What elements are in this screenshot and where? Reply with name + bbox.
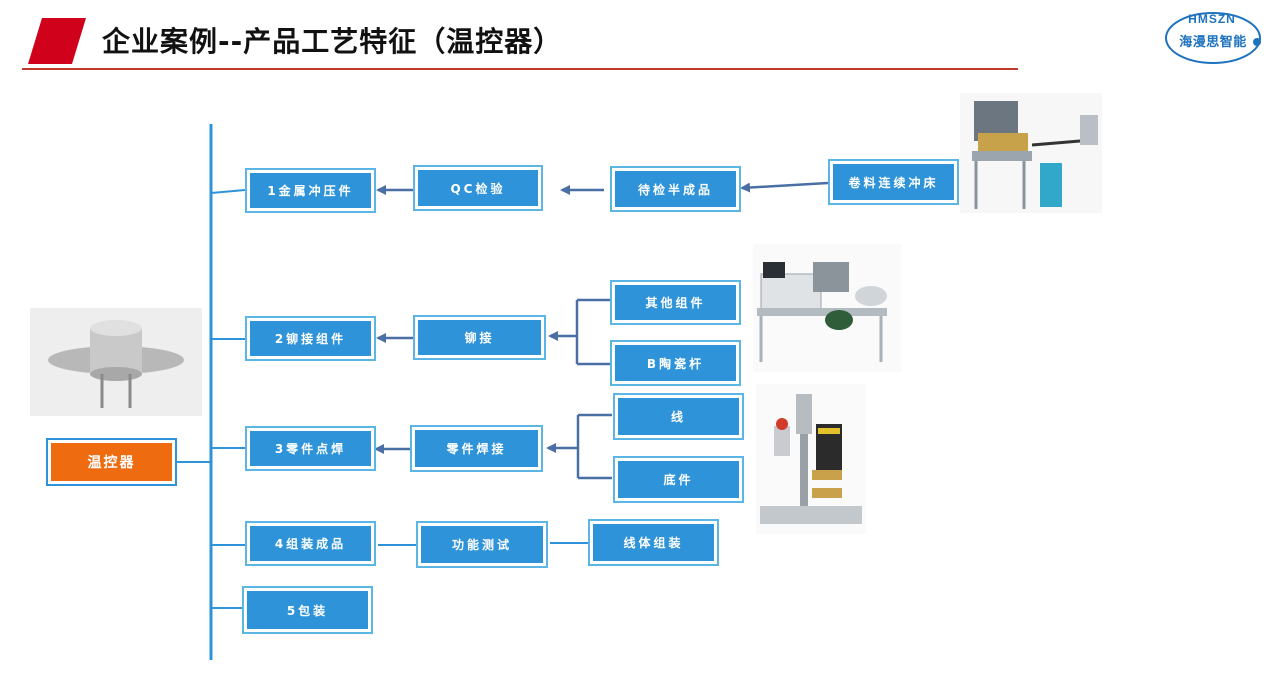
- line-assembly-node[interactable]: 线体组装: [588, 519, 719, 566]
- page-title: 企业案例--产品工艺特征（温控器）: [102, 25, 563, 58]
- product-node-label: 温控器: [51, 443, 172, 481]
- company-logo: [1165, 12, 1261, 64]
- thermostat-photo: [30, 308, 202, 416]
- semi-finished-node[interactable]: 待检半成品: [610, 166, 741, 212]
- other-parts-node[interactable]: 其他组件: [610, 280, 741, 325]
- part-welding-node[interactable]: 零件焊接: [410, 425, 543, 472]
- step-node-2[interactable]: 2铆接组件: [245, 316, 376, 361]
- function-test-label: 功能测试: [421, 526, 543, 563]
- product-node-thermostat[interactable]: 温控器: [46, 438, 177, 486]
- base-part-node[interactable]: 底件: [613, 456, 744, 503]
- logo-text-en: HMSZN: [1188, 12, 1236, 26]
- title-divider: [22, 68, 1018, 70]
- step-node-5[interactable]: 5包装: [242, 586, 373, 634]
- logo-text-cn: 海漫思智能: [1179, 35, 1247, 50]
- function-test-node[interactable]: 功能测试: [416, 521, 548, 568]
- step-node-label: 1金属冲压件: [250, 173, 371, 208]
- coil-press-label: 卷料连续冲床: [833, 164, 954, 200]
- press-machine-photo: [960, 93, 1102, 213]
- step-node-4[interactable]: 4组装成品: [245, 521, 376, 566]
- semi-finished-label: 待检半成品: [615, 171, 736, 207]
- wire-node[interactable]: 线: [613, 393, 744, 440]
- step-node-3[interactable]: 3零件点焊: [245, 426, 376, 471]
- wire-label: 线: [618, 398, 739, 435]
- ceramic-rod-node[interactable]: B陶瓷杆: [610, 340, 741, 386]
- line-assembly-label: 线体组装: [593, 524, 714, 561]
- riveting-label: 铆接: [418, 320, 541, 355]
- step-node-1[interactable]: 1金属冲压件: [245, 168, 376, 213]
- title-flag-icon: [28, 18, 86, 64]
- step-node-label: 4组装成品: [250, 526, 371, 561]
- riveting-machine-photo: [753, 244, 901, 372]
- step-node-label: 3零件点焊: [250, 431, 371, 466]
- base-part-label: 底件: [618, 461, 739, 498]
- spot-welder-photo: [756, 384, 866, 534]
- qc-inspection-label: QC检验: [418, 170, 538, 206]
- ceramic-rod-label: B陶瓷杆: [615, 345, 736, 381]
- qc-inspection-node[interactable]: QC检验: [413, 165, 543, 211]
- step-node-label: 5包装: [247, 591, 368, 629]
- riveting-node[interactable]: 铆接: [413, 315, 546, 360]
- step-node-label: 2铆接组件: [250, 321, 371, 356]
- other-parts-label: 其他组件: [615, 285, 736, 320]
- part-welding-label: 零件焊接: [415, 430, 538, 467]
- coil-press-node[interactable]: 卷料连续冲床: [828, 159, 959, 205]
